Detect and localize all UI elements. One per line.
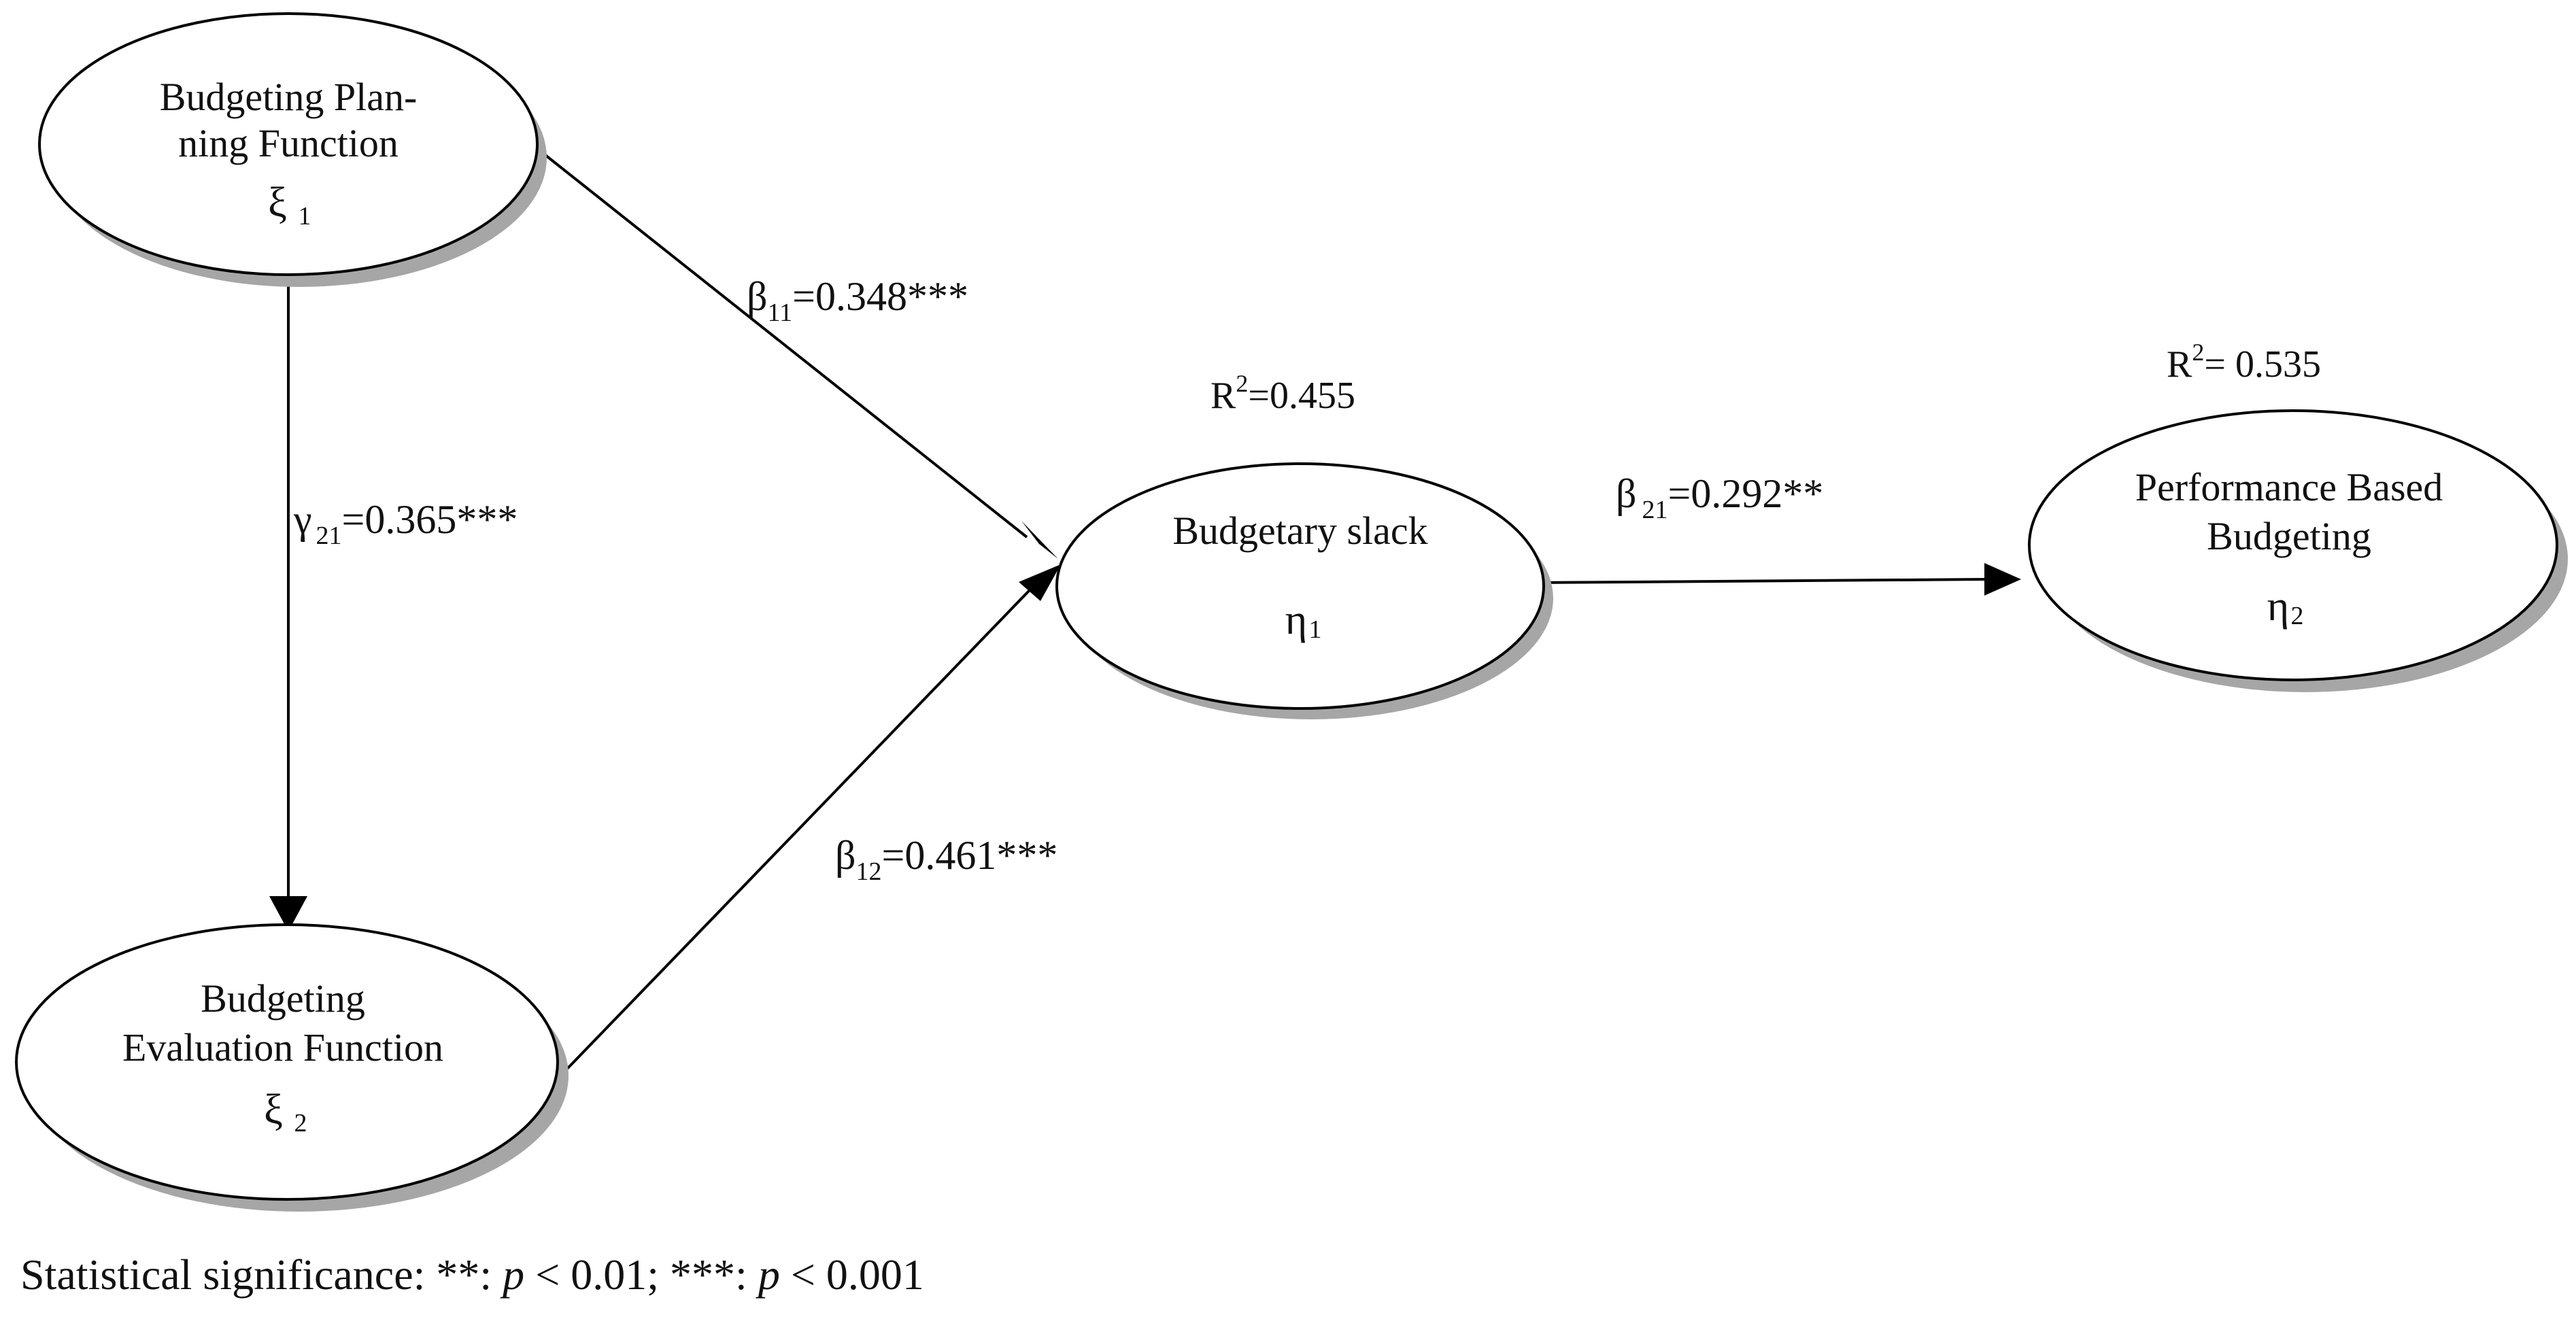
arrowhead-beta21 <box>1984 563 2021 596</box>
node-symbol: ξ <box>264 1087 283 1133</box>
arrowhead-beta12 <box>1019 564 1061 601</box>
node-ellipse <box>15 923 559 1201</box>
footnote-suffix: < 0.001 <box>780 1250 924 1299</box>
coef-value: =0.365*** <box>342 497 518 542</box>
coef-symbol: β <box>1616 471 1637 516</box>
r2-label-performance-based-budgeting: R2= 0.535 <box>2167 339 2321 386</box>
node-budgeting-evaluation-function: Budgeting Evaluation Function ξ 2 <box>15 923 569 1212</box>
r2-prefix: R <box>1210 375 1236 417</box>
coef-symbol: β <box>747 274 768 319</box>
node-symbol: η <box>1285 597 1307 643</box>
r2-prefix: R <box>2167 343 2192 386</box>
r2-value: = 0.535 <box>2204 343 2321 386</box>
footnote-p1: p <box>500 1250 524 1299</box>
footnote-prefix: Statistical significance: **: <box>20 1250 503 1299</box>
node-ellipse <box>2028 409 2558 681</box>
edge-label-beta12: β12=0.461*** <box>835 833 1057 886</box>
coef-symbol: γ <box>293 497 312 542</box>
coef-subscript: 11 <box>768 298 793 327</box>
node-symbol: ξ <box>268 179 287 226</box>
node-label-line1: Budgetary slack <box>1172 509 1427 553</box>
edge-line-beta11 <box>538 149 1028 538</box>
r2-label-budgetary-slack: R2=0.455 <box>1210 370 1355 417</box>
node-symbol: η <box>2267 583 2289 630</box>
edge-evaluation-to-slack <box>546 564 1061 1091</box>
r2-superscript: 2 <box>1236 370 1248 397</box>
edge-slack-to-performance <box>1535 563 2021 596</box>
node-label-line2: ning Function <box>178 121 399 165</box>
node-symbol-subscript: 1 <box>299 202 311 230</box>
node-symbol-subscript: 2 <box>294 1109 307 1138</box>
node-ellipse <box>38 12 539 276</box>
node-budgetary-slack: Budgetary slack η 1 <box>1055 462 1553 719</box>
node-symbol-subscript: 2 <box>2291 602 2304 630</box>
significance-footnote: Statistical significance: **: p < 0.01; … <box>20 1250 924 1299</box>
coef-subscript: 12 <box>856 857 882 886</box>
node-performance-based-budgeting: Performance Based Budgeting η 2 <box>2028 409 2568 692</box>
coef-subscript: 21 <box>1642 496 1668 524</box>
node-symbol-subscript: 1 <box>1309 615 1322 644</box>
arrowhead-gamma21 <box>269 896 307 931</box>
node-budgeting-planning-function: Budgeting Plan- ning Function ξ 1 <box>38 12 547 287</box>
node-label-line1: Budgeting Plan- <box>160 75 418 119</box>
node-label-line1: Budgeting <box>201 976 365 1021</box>
footnote-p2: p <box>756 1250 780 1299</box>
coef-value: =0.292** <box>1668 471 1824 516</box>
arrowhead-beta11 <box>1021 521 1058 559</box>
node-label-line2: Evaluation Function <box>122 1025 443 1070</box>
edge-planning-to-evaluation <box>269 286 307 931</box>
node-ellipse <box>1055 462 1545 710</box>
coef-value: =0.461*** <box>882 833 1058 878</box>
edge-planning-to-slack <box>538 149 1058 559</box>
coef-subscript: 21 <box>316 521 342 550</box>
edge-label-beta11: β11=0.348*** <box>747 274 968 327</box>
coef-symbol: β <box>835 833 856 878</box>
coef-value: =0.348*** <box>792 274 968 319</box>
footnote-mid: < 0.01; ***: <box>524 1250 758 1299</box>
node-label-line1: Performance Based <box>2135 465 2443 509</box>
node-label-line2: Budgeting <box>2207 514 2371 558</box>
edge-line-beta12 <box>546 589 1031 1091</box>
r2-superscript: 2 <box>2192 339 2204 366</box>
r2-value: =0.455 <box>1248 375 1355 417</box>
edge-line-beta21 <box>1535 578 1985 584</box>
